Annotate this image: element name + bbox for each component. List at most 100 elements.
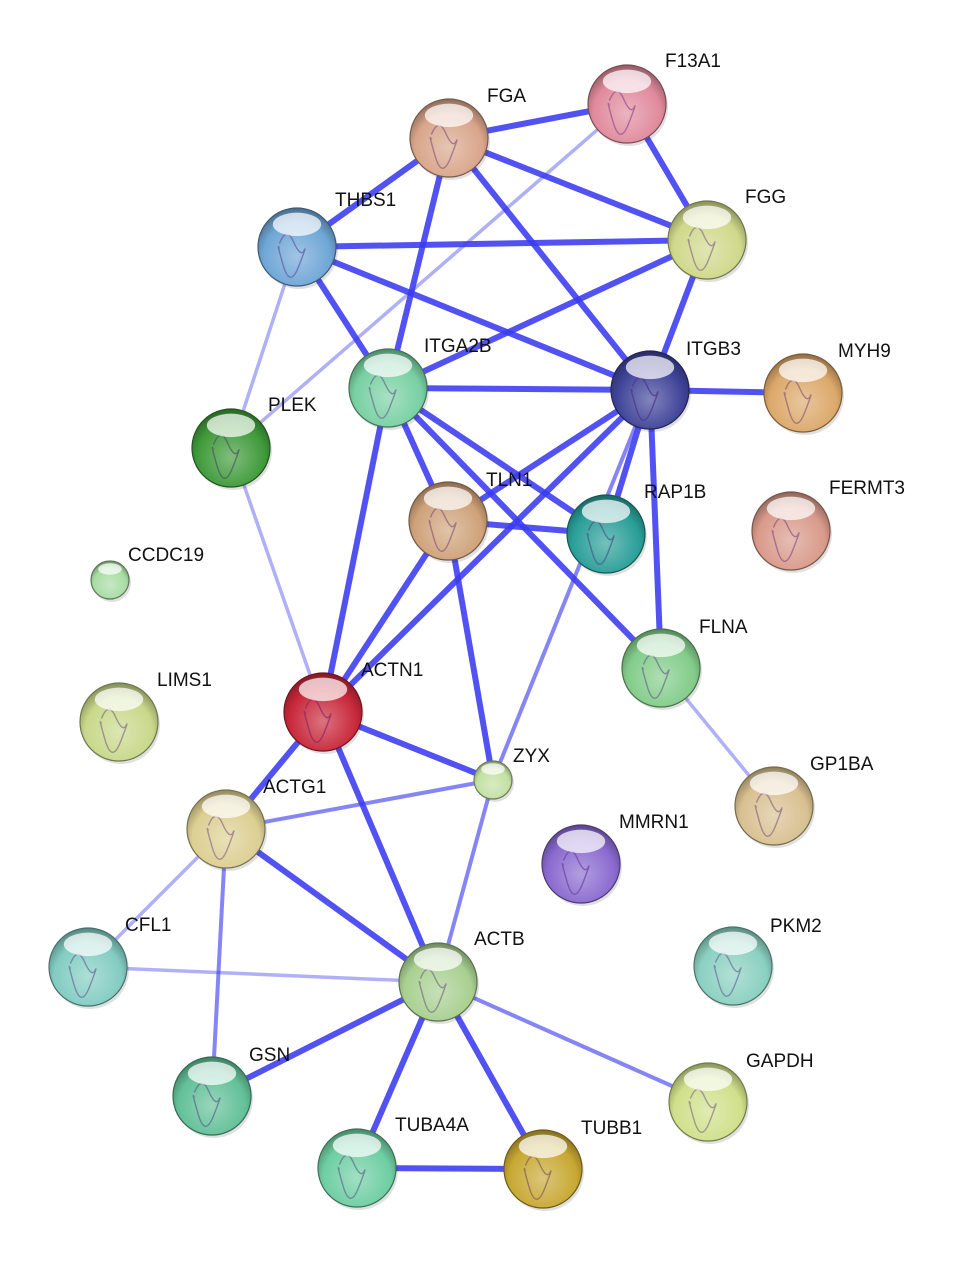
node-rap1b[interactable]: RAP1B [566, 482, 706, 576]
node-highlight [749, 771, 799, 796]
node-itga2b[interactable]: ITGA2B [348, 336, 492, 430]
node-highlight [206, 413, 256, 438]
node-myh9[interactable]: MYH9 [763, 341, 891, 435]
node-tln1[interactable]: TLN1 [408, 470, 532, 563]
node-label: ACTN1 [361, 660, 423, 681]
node-highlight [683, 1067, 733, 1092]
edge-actn1-actb[interactable] [320, 710, 441, 984]
node-lims1[interactable]: LIMS1 [79, 670, 212, 764]
edge-itgb3-tln1[interactable] [446, 387, 652, 524]
node-label: FERMT3 [829, 478, 905, 499]
node-highlight [481, 763, 505, 775]
node-fermt3[interactable]: FERMT3 [751, 478, 905, 573]
edge-fga-fgg[interactable] [447, 135, 709, 243]
protein-structure-icon [368, 374, 397, 419]
node-highlight [778, 358, 828, 383]
node-mmrn1[interactable]: MMRN1 [541, 812, 689, 906]
node-gapdh[interactable]: GAPDH [668, 1051, 814, 1144]
edge-itga2b-itgb3[interactable] [387, 385, 651, 393]
node-highlight [63, 932, 113, 957]
protein-structure-icon [586, 520, 615, 565]
edge-cfl1-actb[interactable] [87, 965, 439, 984]
edge-actg1-actb[interactable] [224, 826, 440, 985]
node-gp1ba[interactable]: GP1BA [734, 754, 874, 848]
protein-structure-icon [688, 1088, 717, 1133]
node-label: FLNA [699, 617, 748, 638]
edge-fgg-itga2b[interactable] [386, 237, 709, 391]
node-label: TUBA4A [395, 1115, 469, 1136]
node-highlight [581, 499, 631, 524]
edge-plek-actn1[interactable] [229, 447, 325, 713]
protein-structure-icon [687, 226, 716, 271]
node-pkm2[interactable]: PKM2 [693, 916, 822, 1008]
node-label: ACTB [474, 929, 525, 950]
node-itgb3[interactable]: ITGB3 [610, 339, 741, 432]
node-f13a1[interactable]: F13A1 [587, 51, 721, 146]
protein-structure-icon [523, 1155, 552, 1200]
edge-thbs1-fgg[interactable] [296, 237, 708, 250]
protein-structure-icon [713, 952, 742, 997]
node-thbs1[interactable]: THBS1 [257, 190, 396, 289]
edge-tln1-zyx[interactable] [445, 520, 496, 781]
edge-fga-itga2b[interactable] [385, 137, 452, 389]
edge-actg1-gsn[interactable] [210, 828, 228, 1097]
edge-itga2b-rap1b[interactable] [386, 385, 608, 537]
node-actn1[interactable]: ACTN1 [283, 660, 423, 754]
protein-structure-icon [429, 124, 458, 169]
node-highlight [413, 947, 463, 972]
protein-structure-icon [630, 376, 659, 421]
node-label: FGA [487, 86, 526, 107]
edge-zyx-actg1[interactable] [225, 778, 494, 831]
node-label: CCDC19 [128, 545, 204, 566]
node-label: TUBB1 [581, 1118, 642, 1139]
node-tuba4a[interactable]: TUBA4A [317, 1115, 469, 1210]
edge-itgb3-actn1[interactable] [320, 387, 653, 715]
edge-actb-gapdh[interactable] [437, 980, 709, 1104]
node-highlight [708, 931, 758, 956]
edge-f13a1-plek[interactable] [229, 102, 629, 450]
node-label: ITGB3 [686, 339, 741, 360]
node-highlight [201, 794, 251, 819]
edge-itgb3-flna[interactable] [647, 389, 664, 669]
node-cfl1[interactable]: CFL1 [48, 915, 171, 1009]
edge-itga2b-actn1[interactable] [320, 387, 391, 713]
node-label: ITGA2B [424, 336, 492, 357]
node-actb[interactable]: ACTB [398, 929, 525, 1024]
protein-structure-icon [277, 233, 306, 278]
node-label: ACTG1 [263, 777, 326, 798]
node-label: MYH9 [838, 341, 891, 362]
protein-structure-icon [771, 517, 800, 562]
node-label: PKM2 [770, 916, 822, 937]
node-highlight [556, 829, 606, 854]
node-label: FGG [745, 187, 786, 208]
node-tubb1[interactable]: TUBB1 [503, 1118, 642, 1211]
edge-itgb3-zyx[interactable] [491, 389, 652, 781]
protein-structure-icon [337, 1154, 366, 1199]
node-label: RAP1B [644, 482, 706, 503]
node-flna[interactable]: FLNA [621, 617, 748, 710]
node-highlight [625, 355, 675, 380]
protein-structure-icon [418, 968, 447, 1013]
node-fga[interactable]: FGA [409, 86, 526, 180]
node-label: GAPDH [746, 1051, 814, 1072]
node-highlight [272, 212, 322, 237]
edge-actb-gsn[interactable] [210, 979, 440, 1099]
node-label: MMRN1 [619, 812, 689, 833]
node-highlight [298, 677, 348, 702]
protein-structure-icon [99, 708, 128, 753]
edge-thbs1-itgb3[interactable] [295, 244, 652, 393]
node-actg1[interactable]: ACTG1 [186, 777, 326, 871]
node-highlight [187, 1061, 237, 1086]
node-highlight [98, 563, 122, 575]
node-highlight [682, 205, 732, 230]
node-fgg[interactable]: FGG [667, 187, 786, 282]
node-plek[interactable]: PLEK [191, 395, 317, 490]
protein-structure-icon [607, 90, 636, 135]
node-zyx[interactable]: ZYX [473, 746, 550, 802]
node-ccdc19[interactable]: CCDC19 [90, 545, 204, 602]
node-highlight [423, 486, 473, 511]
node-gsn[interactable]: GSN [172, 1045, 290, 1138]
edge-fga-itgb3[interactable] [446, 136, 653, 392]
